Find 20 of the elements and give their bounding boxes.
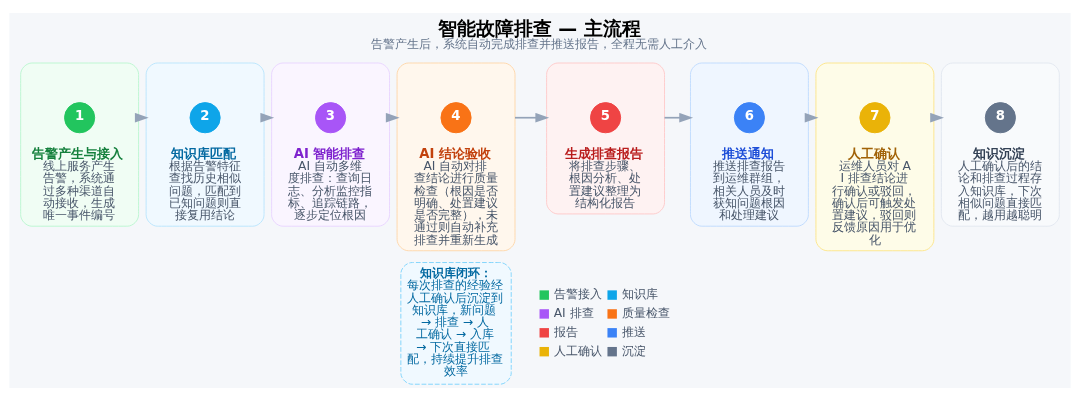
legend-label: 告警接入 [553,286,602,301]
legend-label: 人工确认 [553,343,602,358]
legend-label: 推送 [621,324,646,339]
node-circle: 4 [440,101,472,133]
legend-label: 沉淀 [621,343,646,358]
node-circle: 2 [189,101,221,133]
node-circle: 3 [315,101,347,133]
node-circle: 1 [64,101,96,133]
legend-label: 质量检查 [621,305,670,320]
node-box: 知识库闭环： 每次排查的经验经人工确认后沉淀到知识库，新问题 → 排查 → 人工确认 → 入库 → 下次直接匹配，持续提升排查效率 [400,261,512,385]
arrow [514,112,550,123]
legend-label: 知识库 [621,286,658,301]
legend-label: AI 排查 [553,305,594,320]
node-circle: 5 [590,101,622,133]
node-circle: 6 [733,101,765,133]
diagram-title: 智能故障排查 — 主流程 [437,16,641,39]
node-circle: 7 [859,101,891,133]
node-circle: 8 [984,101,1016,133]
legend-label: 报告 [553,324,578,339]
arrow [663,112,694,123]
